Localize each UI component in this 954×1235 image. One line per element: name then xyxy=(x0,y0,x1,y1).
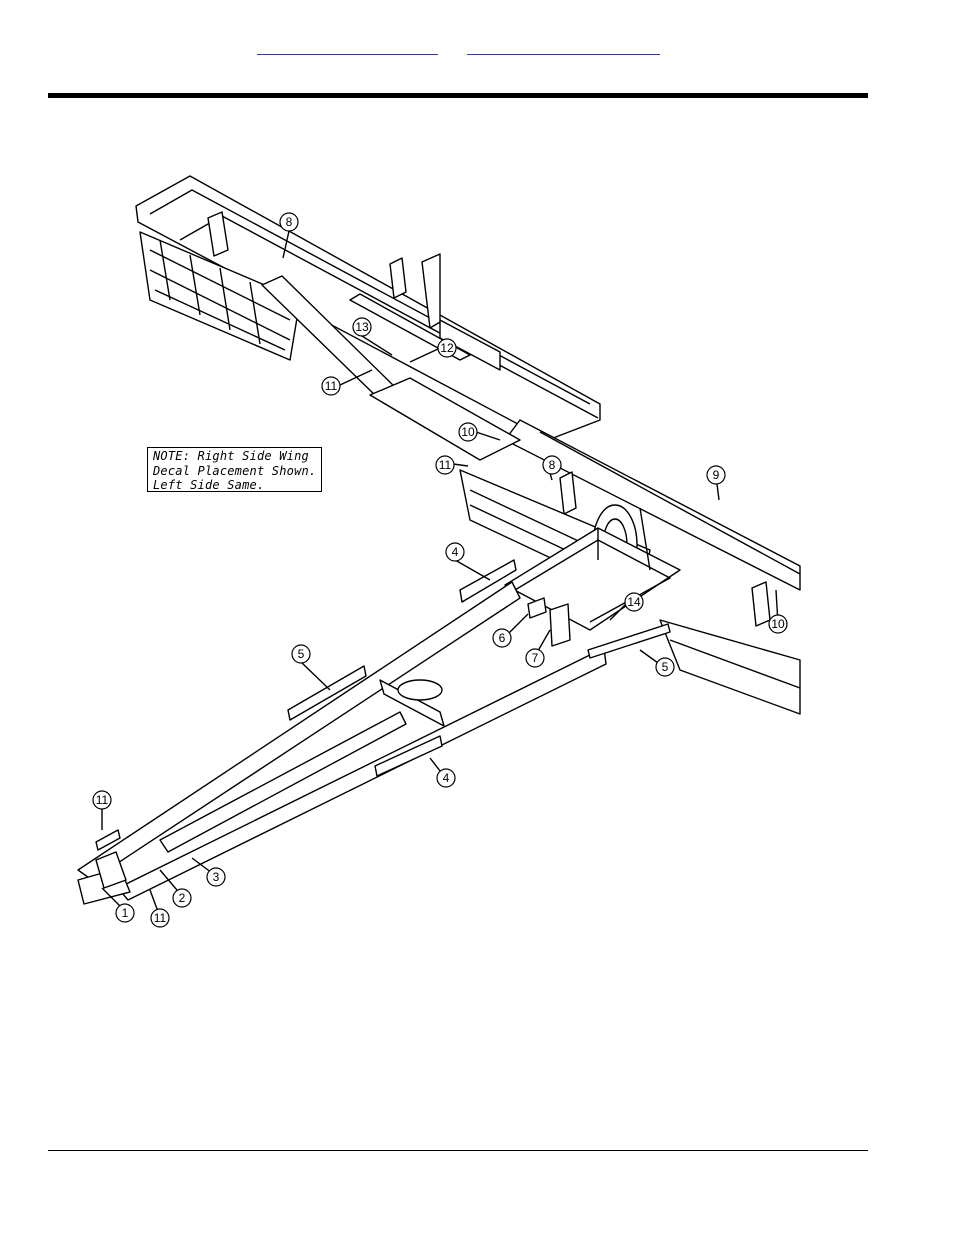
callout-12: 12 xyxy=(440,341,454,355)
callout-11-left: 11 xyxy=(96,793,109,807)
callout-2: 2 xyxy=(179,891,186,905)
footer-rule xyxy=(48,1150,868,1151)
callout-8-top: 8 xyxy=(286,215,293,229)
note-line-3: Left Side Same. xyxy=(153,478,316,493)
callout-5-left: 5 xyxy=(298,647,305,661)
callout-4-lower: 4 xyxy=(443,771,450,785)
note-box: NOTE: Right Side Wing Decal Placement Sh… xyxy=(147,447,322,492)
note-line-2: Decal Placement Shown. xyxy=(153,464,316,479)
callout-6: 6 xyxy=(499,631,506,645)
callout-8-mid: 8 xyxy=(549,458,556,472)
callout-11-mid: 11 xyxy=(439,458,452,472)
callout-13: 13 xyxy=(355,320,369,334)
callout-10-upper: 10 xyxy=(461,425,475,439)
callout-1: 1 xyxy=(122,906,129,920)
implement-frame-drawing xyxy=(78,176,800,917)
callout-11-bottom: 11 xyxy=(154,911,167,925)
callout-4-upper: 4 xyxy=(452,545,459,559)
callout-10-right: 10 xyxy=(771,617,785,631)
callout-11-upper: 11 xyxy=(325,379,338,393)
callout-3: 3 xyxy=(213,870,220,884)
callout-9: 9 xyxy=(713,468,720,482)
callout-5-right: 5 xyxy=(662,660,669,674)
note-line-1: NOTE: Right Side Wing xyxy=(153,449,316,464)
callout-14: 14 xyxy=(627,595,641,609)
callout-7: 7 xyxy=(532,651,539,665)
